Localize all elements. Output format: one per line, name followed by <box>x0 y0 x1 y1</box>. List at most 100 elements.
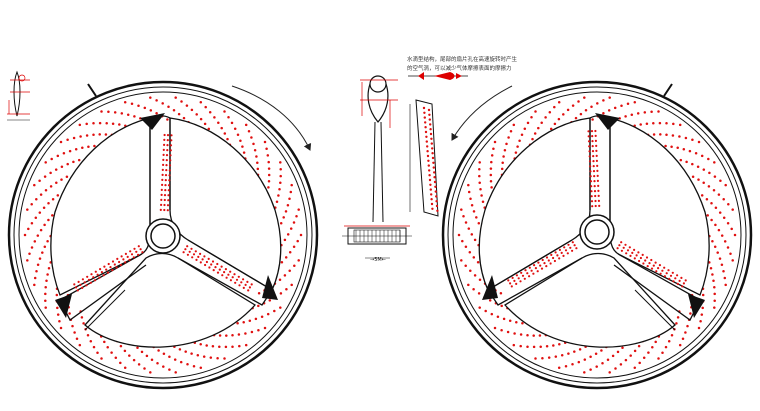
red-dot <box>467 283 470 287</box>
red-dot <box>160 188 163 191</box>
red-dot <box>288 269 291 272</box>
red-dot <box>105 121 108 125</box>
red-dot <box>588 145 591 148</box>
red-dot <box>205 344 208 347</box>
red-dot <box>297 208 300 211</box>
red-dot <box>184 350 187 353</box>
red-dot <box>657 267 660 270</box>
red-dot <box>430 137 433 140</box>
red-dot <box>155 99 158 102</box>
red-dot <box>167 184 171 187</box>
red-dot <box>566 108 570 112</box>
red-dot <box>587 140 591 143</box>
red-dot <box>429 132 433 136</box>
red-dot <box>47 202 50 205</box>
red-dot <box>679 158 683 162</box>
red-dot <box>165 159 168 162</box>
red-dot <box>218 268 221 271</box>
red-dot <box>592 155 595 158</box>
red-dot <box>161 178 164 181</box>
red-dot <box>177 112 181 116</box>
red-dot <box>718 211 722 214</box>
red-dot <box>646 265 649 268</box>
red-dot <box>263 140 267 144</box>
red-dot <box>508 319 512 322</box>
axle-section-icon <box>342 75 412 259</box>
red-dot <box>590 185 593 188</box>
red-dot <box>30 246 34 249</box>
red-dot <box>731 259 734 262</box>
red-dot <box>560 354 564 357</box>
red-dot <box>41 251 44 254</box>
red-dot <box>149 371 152 374</box>
red-dot <box>641 253 644 256</box>
red-dot <box>648 262 651 265</box>
red-dot <box>80 316 84 319</box>
red-dot <box>511 276 514 279</box>
red-dot <box>470 233 474 236</box>
red-dot <box>137 104 140 107</box>
red-dot <box>33 183 36 187</box>
red-dot <box>68 149 72 153</box>
red-dot <box>267 180 271 183</box>
red-dot <box>277 194 280 197</box>
red-dot <box>477 221 481 225</box>
red-dot <box>233 127 237 131</box>
red-dot <box>509 129 513 133</box>
red-dot <box>266 154 270 157</box>
red-dot <box>172 109 176 112</box>
red-dot <box>50 157 53 161</box>
red-dot <box>299 233 303 237</box>
red-dot <box>507 136 510 139</box>
red-dot <box>163 133 166 137</box>
red-dot <box>34 216 38 219</box>
red-dot <box>636 112 640 115</box>
red-dot <box>230 121 234 125</box>
red-dot <box>242 320 245 324</box>
red-dot <box>426 145 429 148</box>
red-dot <box>726 221 730 225</box>
red-dot <box>225 276 228 279</box>
red-dot <box>425 135 428 138</box>
red-dot <box>161 102 164 105</box>
red-dot <box>595 154 598 157</box>
red-dot <box>124 261 127 264</box>
red-dot <box>541 356 544 360</box>
red-dot <box>631 251 634 254</box>
red-dot <box>588 150 591 153</box>
red-dot <box>667 269 670 272</box>
red-dot <box>77 280 80 283</box>
red-dot <box>295 214 298 218</box>
red-dot <box>195 113 198 116</box>
red-dot <box>621 346 624 349</box>
red-dot <box>204 263 207 267</box>
red-dot <box>696 165 700 168</box>
red-dot <box>553 259 557 263</box>
red-dot <box>211 345 215 348</box>
red-dot <box>98 133 101 136</box>
red-dot <box>235 278 239 281</box>
red-dot <box>563 246 566 249</box>
red-dot <box>167 199 170 202</box>
red-dot <box>588 160 592 163</box>
red-dot <box>227 273 230 276</box>
red-dot <box>248 319 252 322</box>
red-dot <box>431 147 434 150</box>
red-dot <box>530 115 533 119</box>
red-dot <box>208 110 212 114</box>
red-dot <box>592 165 595 168</box>
red-dot <box>428 174 431 177</box>
red-dot <box>216 356 219 360</box>
red-dot <box>670 145 673 148</box>
red-dot <box>111 269 114 272</box>
red-dot <box>280 260 284 264</box>
red-dot <box>596 174 599 177</box>
red-dot <box>143 367 146 370</box>
red-dot <box>90 273 93 276</box>
red-dot <box>594 139 598 142</box>
red-dot <box>161 168 164 171</box>
red-dot <box>424 126 427 129</box>
red-dot <box>591 118 594 121</box>
red-dot <box>723 240 727 243</box>
red-dot <box>685 160 688 164</box>
